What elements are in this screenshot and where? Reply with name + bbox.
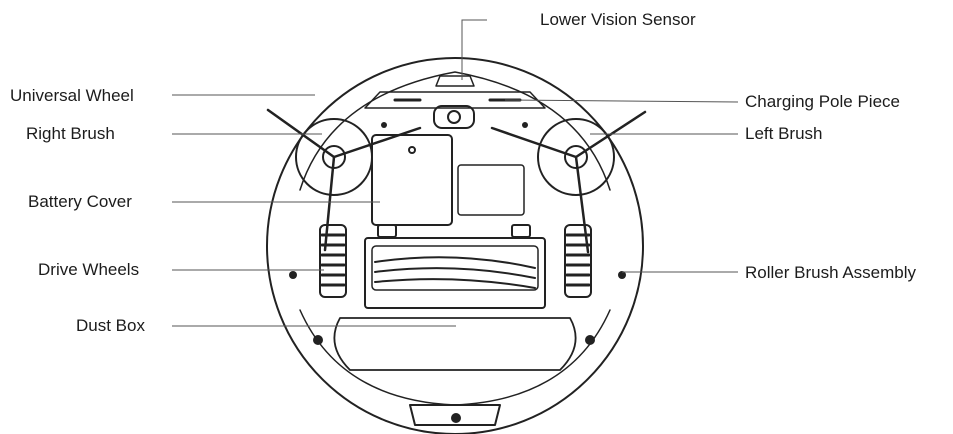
drive-wheel-left [564,224,592,298]
dust-box-latch [409,404,501,426]
drive-wheel-right-tread [320,233,346,287]
label-roller-brush-assembly: Roller Brush Assembly [745,263,917,282]
left-brush-hub [564,145,588,169]
roller-brush-frame [364,237,546,309]
front-bumper-plate [364,91,546,109]
leader-charging-pole-piece [504,99,739,103]
screw [289,271,297,279]
roller-brush-bristles [374,256,536,289]
screw [618,271,626,279]
lower-vision-sensor-housing [435,75,475,87]
vacuum-outer-shell [266,57,644,434]
battery-cover [371,134,453,226]
universal-wheel [433,105,475,129]
screw [522,122,528,128]
label-lower-vision-sensor: Lower Vision Sensor [540,10,696,29]
dust-box [333,317,577,371]
roller-brush-clip-right [511,224,531,238]
screw [585,335,595,345]
label-battery-cover: Battery Cover [28,192,132,211]
label-dust-box: Dust Box [76,316,145,335]
battery-cover-panel [457,164,525,216]
label-drive-wheels: Drive Wheels [38,260,140,279]
left-brush-arm [574,155,590,254]
drive-wheel-left-tread [565,233,591,287]
leader-lower-vision-sensor [461,19,487,80]
vacuum-inner-rim [299,71,611,191]
label-left-brush: Left Brush [745,124,823,143]
dust-box-latch-button [451,413,461,423]
right-brush-arm [332,126,422,159]
battery-cover-screw [408,146,416,154]
universal-wheel-axle [447,110,461,124]
vacuum-lower-rim [299,309,611,406]
left-brush-arm [490,126,578,159]
label-universal-wheel: Universal Wheel [10,86,134,105]
screw [313,335,323,345]
roller-brush-guard [371,245,539,291]
label-right-brush: Right Brush [26,124,115,143]
left-brush-housing [537,118,615,196]
label-charging-pole-piece: Charging Pole Piece [745,92,900,111]
drive-wheel-right [319,224,347,298]
screw [381,122,387,128]
roller-brush-clip-left [377,224,397,238]
